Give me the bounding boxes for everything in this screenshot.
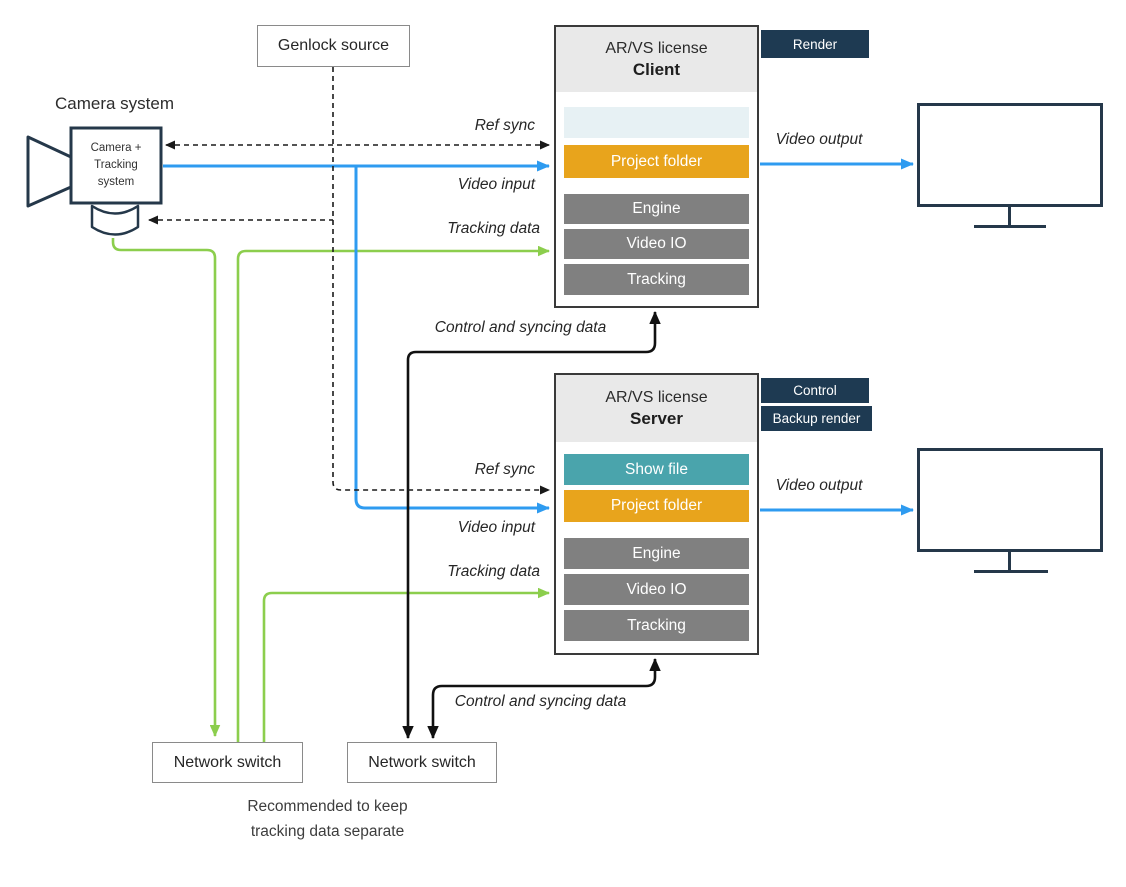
client-module-project-folder: Project folder [564, 145, 749, 178]
genlock-source-label: Genlock source [277, 37, 390, 54]
edge-label-tracking-data-server: Tracking data [447, 563, 540, 580]
client-render-badge: Render [761, 30, 869, 58]
tracking-sensor-icon [90, 204, 140, 236]
camera-device-label: Camera + Tracking system [90, 141, 142, 189]
network-switch-tracking-box: Network switch [152, 742, 303, 783]
server-control-badge: Control [761, 378, 869, 403]
control-line-client [402, 311, 661, 739]
control-line-server [427, 658, 661, 739]
server-license-label: AR/VS license [605, 388, 708, 406]
client-license-box: AR/VS license Client Project folder Engi… [554, 25, 759, 308]
network-switch-tracking-label: Network switch [173, 753, 282, 771]
network-switch-control-label: Network switch [368, 753, 476, 771]
tracking-line-switch-to-client [236, 245, 550, 742]
server-role-label: Server [630, 408, 683, 428]
server-module-project-folder: Project folder [564, 490, 749, 522]
server-license-box: AR/VS license Server Show file Project f… [554, 373, 759, 655]
client-module-tracking: Tracking [564, 264, 749, 295]
server-header: AR/VS license Server [556, 375, 757, 442]
monitor-icon-server [917, 448, 1103, 552]
server-module-tracking: Tracking [564, 610, 749, 641]
client-role-label: Client [632, 59, 681, 79]
camera-system-title: Camera system [55, 94, 175, 113]
edge-label-control-client: Control and syncing data [434, 319, 607, 336]
edge-label-video-output-server: Video output [775, 477, 863, 494]
genlock-source-box: Genlock source [257, 25, 410, 67]
client-module-empty-slot [564, 107, 749, 138]
client-module-engine: Engine [564, 194, 749, 224]
edge-label-video-output-client: Video output [775, 131, 863, 148]
server-module-video-io: Video IO [564, 574, 749, 605]
server-module-engine: Engine [564, 538, 749, 569]
genlock-trunk-line [332, 67, 550, 495]
tracking-note: Recommended to keep tracking data separa… [247, 798, 408, 840]
edge-label-video-input-client: Video input [457, 176, 535, 193]
monitor-stand-neck-server [1008, 552, 1011, 570]
server-backup-render-badge: Backup render [761, 406, 872, 431]
edge-label-video-input-server: Video input [457, 519, 535, 536]
server-module-show-file: Show file [564, 454, 749, 485]
monitor-stand-neck-client [1008, 207, 1011, 225]
edge-label-tracking-data-client: Tracking data [447, 220, 540, 237]
edge-label-ref-sync-server: Ref sync [474, 461, 535, 478]
edge-label-control-server: Control and syncing data [454, 693, 627, 710]
camera-icon [26, 126, 163, 208]
client-module-video-io: Video IO [564, 229, 749, 259]
edge-label-ref-sync-client: Ref sync [474, 117, 535, 134]
monitor-stand-base-client [974, 225, 1046, 228]
client-header: AR/VS license Client [556, 27, 757, 92]
tracking-line-switch-to-server [262, 587, 550, 742]
network-switch-control-box: Network switch [347, 742, 497, 783]
monitor-stand-base-server [974, 570, 1048, 573]
tracking-line-sensor-to-switch [111, 238, 221, 737]
monitor-icon-client [917, 103, 1103, 207]
video-input-line-server [354, 167, 550, 514]
client-license-label: AR/VS license [605, 39, 708, 57]
